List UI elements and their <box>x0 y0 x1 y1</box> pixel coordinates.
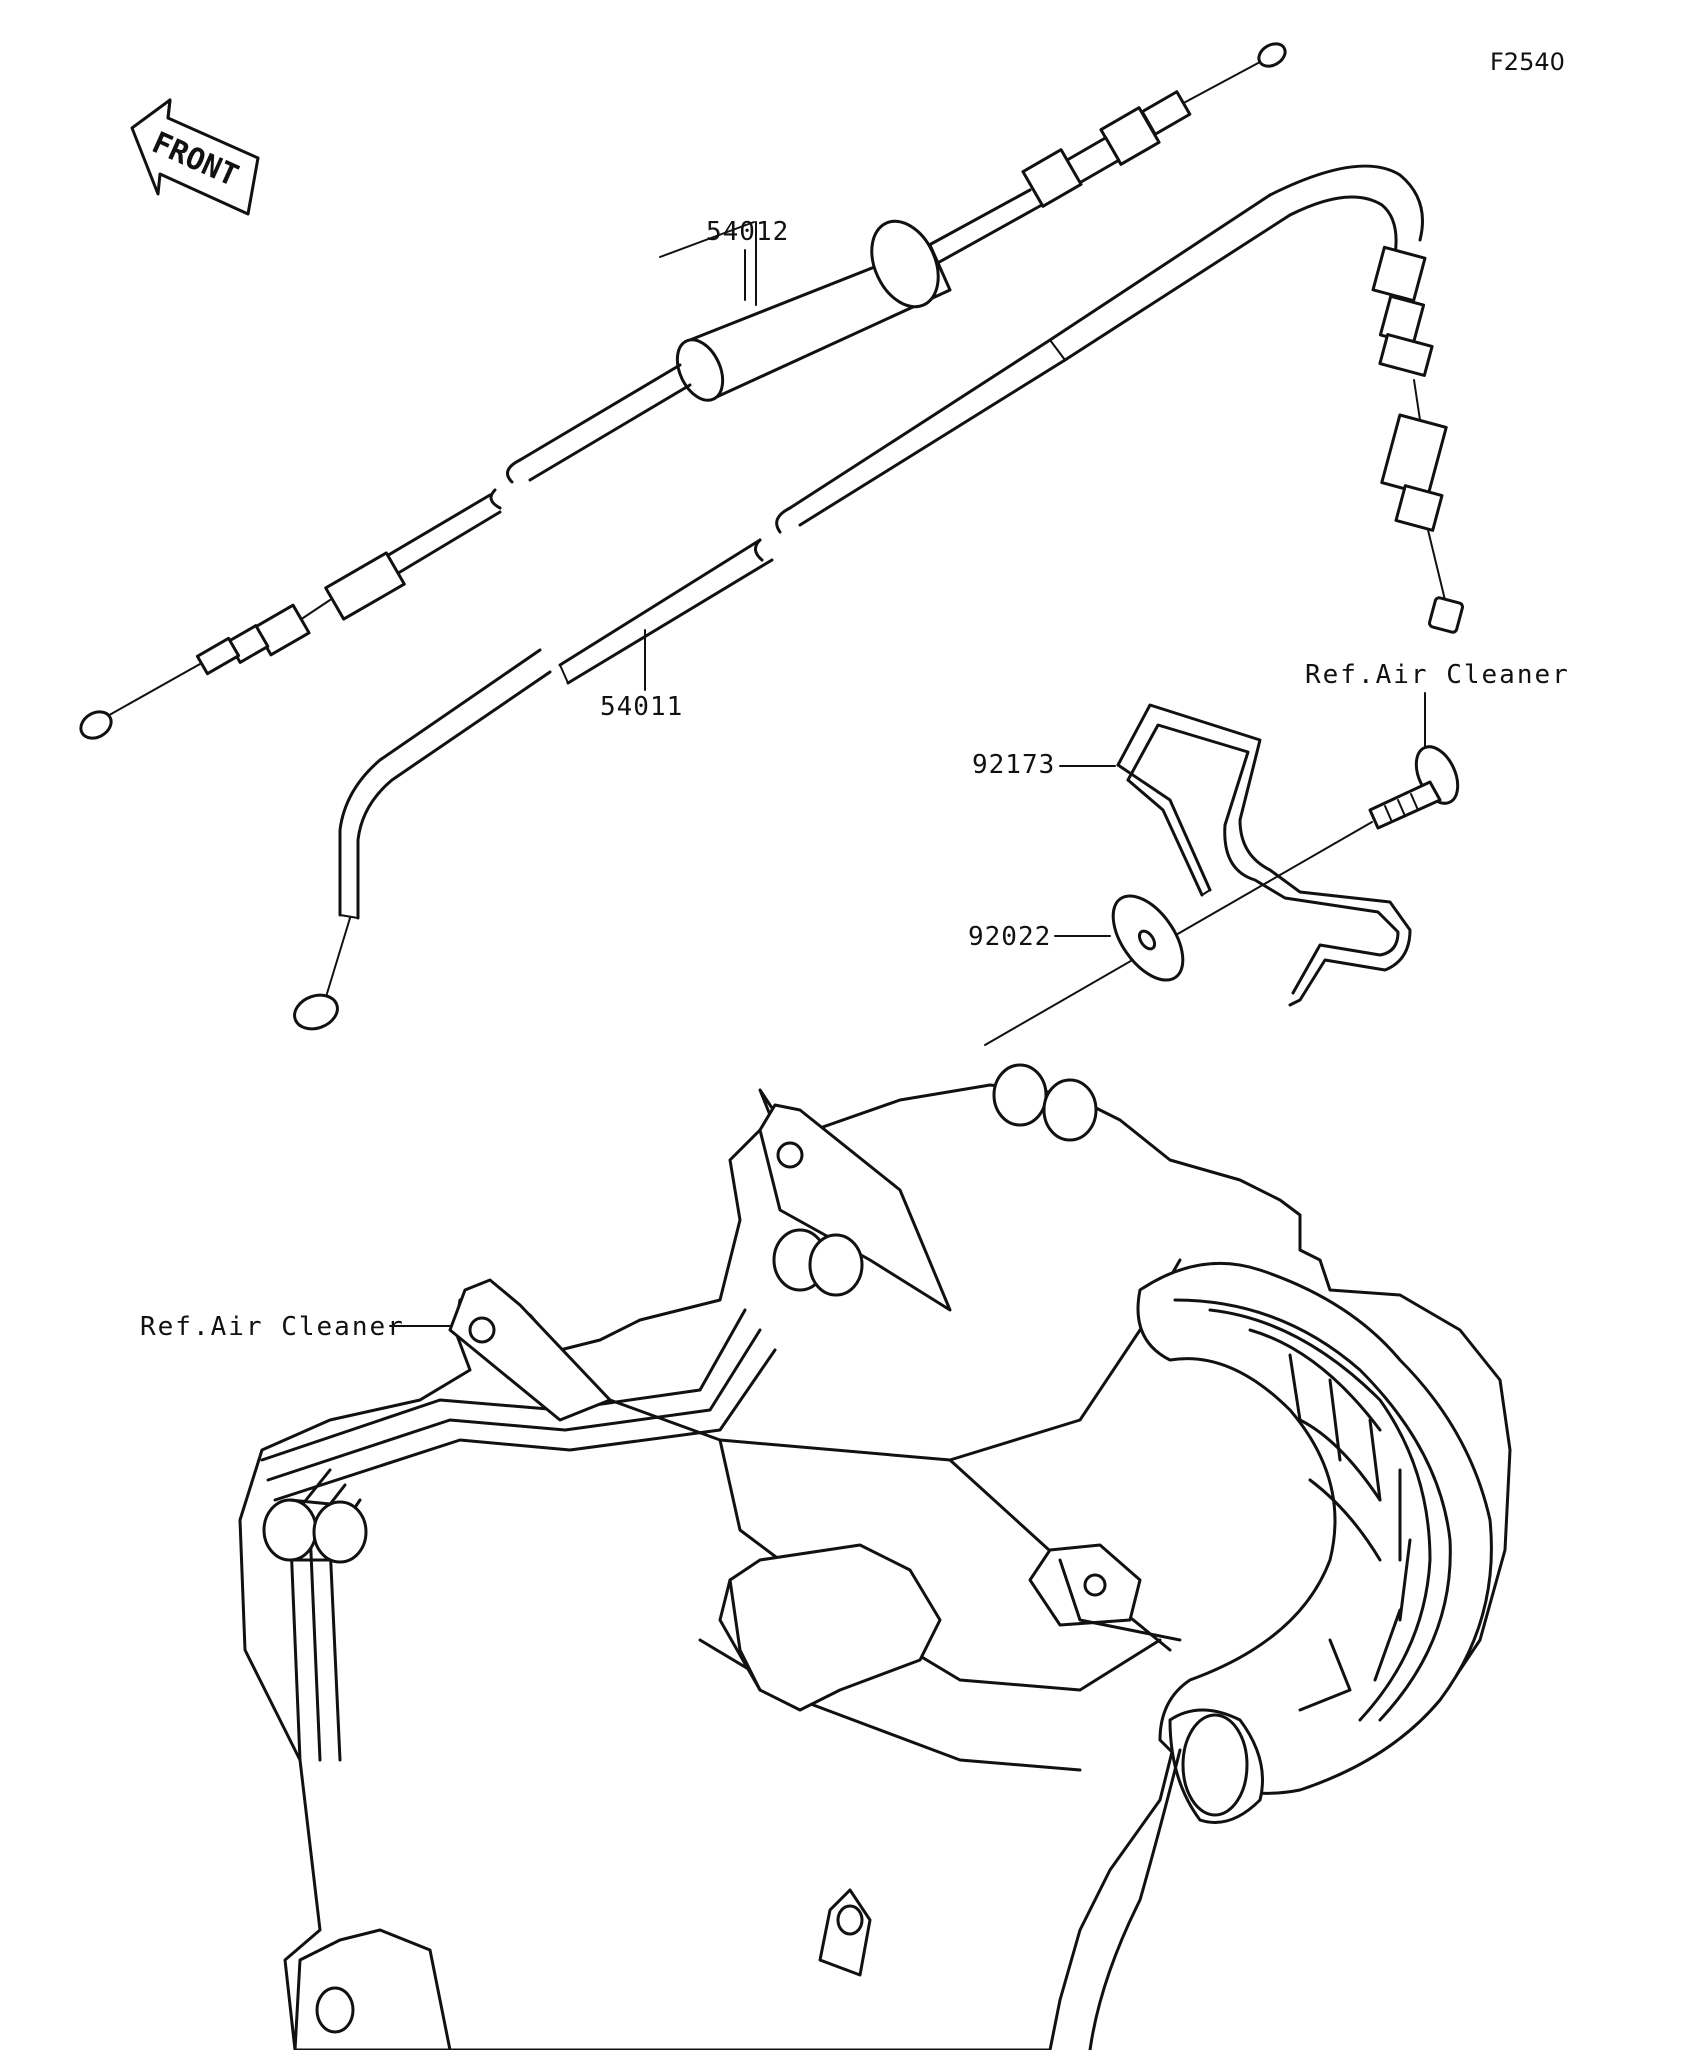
part-label-92173: 92173 <box>972 750 1055 780</box>
part-label-54012: 54012 <box>706 217 789 247</box>
washer-92022 <box>1111 894 1185 982</box>
ref-air-cleaner-left: Ref.Air Cleaner <box>140 1312 405 1342</box>
part-label-92022: 92022 <box>968 922 1051 952</box>
cable-54011 <box>293 164 1465 1031</box>
diagram-code: F2540 <box>1490 48 1565 76</box>
ref-air-cleaner-top: Ref.Air Cleaner <box>1305 660 1570 690</box>
clip-92173 <box>1116 703 1412 1007</box>
part-label-54011: 54011 <box>600 692 683 722</box>
bolt <box>1368 745 1460 830</box>
front-arrow-icon: FRONT <box>130 98 260 216</box>
cable-54012 <box>79 42 1287 740</box>
air-cleaner-housing <box>238 1063 1512 2050</box>
